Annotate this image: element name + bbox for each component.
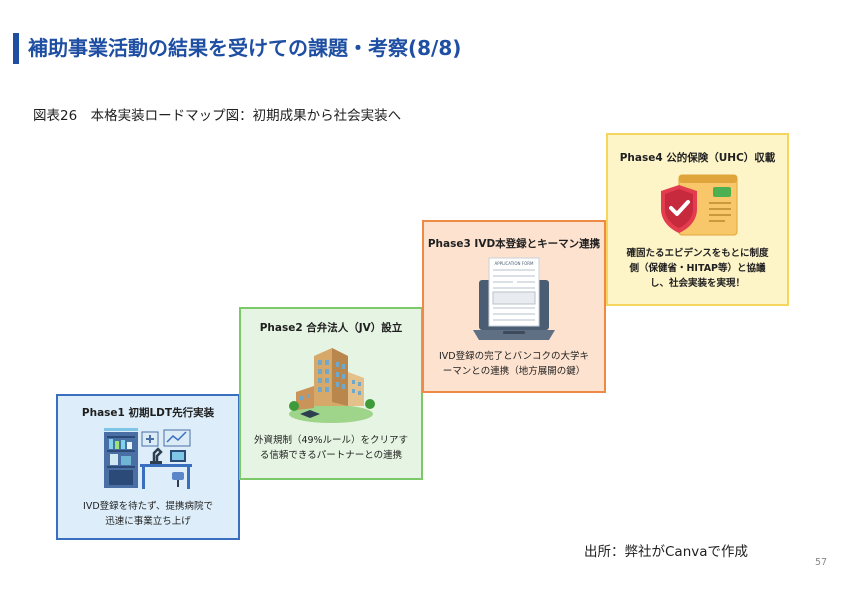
source-note: 出所：弊社がCanvaで作成 [584, 544, 749, 560]
phase2-title: Phase2 合弁法人（JV）設立 [259, 322, 403, 334]
title-accent-bar [13, 33, 19, 64]
laboratory-icon [104, 428, 192, 489]
phase3-description: IVD登録の完了とバンコクの大学キ ーマンとの連携（地方展開の鍵） [432, 349, 596, 379]
application-form-laptop-icon: APPLICATION FORM [473, 257, 555, 340]
phase4-description: 確固たるエビデンスをもとに制度 側（保健省・HITAP等）と協議 し、社会実装を… [616, 246, 779, 291]
insurance-shield-icon [660, 174, 737, 236]
phase1-description: IVD登録を待たず、提携病院で 迅速に事業立ち上げ [66, 499, 230, 529]
phase4-card: Phase4 公的保険（UHC）収載 確固たるエビデンスをもとに制度 側（保健省… [606, 133, 789, 306]
phase4-desc-line: し、社会実装を実現！ [649, 278, 745, 289]
phase3-card: Phase3 IVD本登録とキーマン連携 APPLICATION FORM IV… [422, 220, 606, 393]
form-heading: APPLICATION FORM [495, 261, 534, 266]
phase3-desc-line: IVD登録の完了とバンコクの大学キ [438, 351, 590, 362]
office-building-icon [289, 348, 375, 423]
phase4-desc-line: 側（保健省・HITAP等）と協議 [629, 263, 766, 274]
phase2-desc-line: る信頼できるパートナーとの連携 [259, 450, 403, 461]
phase1-desc-line: IVD登録を待たず、提携病院で [83, 501, 213, 512]
phase2-desc-line: 外資規制（49%ルール）をクリアす [253, 435, 409, 446]
figure-caption: 図表26 本格実装ロードマップ図：初期成果から社会実装へ [33, 108, 402, 124]
phase1-card: Phase1 初期LDT先行実装 IVD登録を待たず、 [56, 394, 240, 540]
phase2-description: 外資規制（49%ルール）をクリアす る信頼できるパートナーとの連携 [249, 433, 413, 463]
phase1-title: Phase1 初期LDT先行実装 [81, 407, 215, 419]
phase4-desc-line: 確固たるエビデンスをもとに制度 [626, 248, 769, 259]
phase4-title: Phase4 公的保険（UHC）収載 [619, 152, 776, 164]
phase1-desc-line: 迅速に事業立ち上げ [105, 516, 191, 527]
phase3-desc-line: ーマンとの連携（地方展開の鍵） [442, 366, 586, 377]
phase3-title: Phase3 IVD本登録とキーマン連携 [427, 238, 601, 250]
page-title: 補助事業活動の結果を受けての課題・考察(8/8) [28, 36, 462, 60]
phase2-card: Phase2 合弁法人（JV）設立 外 [239, 307, 423, 480]
page-number: 57 [815, 557, 828, 568]
